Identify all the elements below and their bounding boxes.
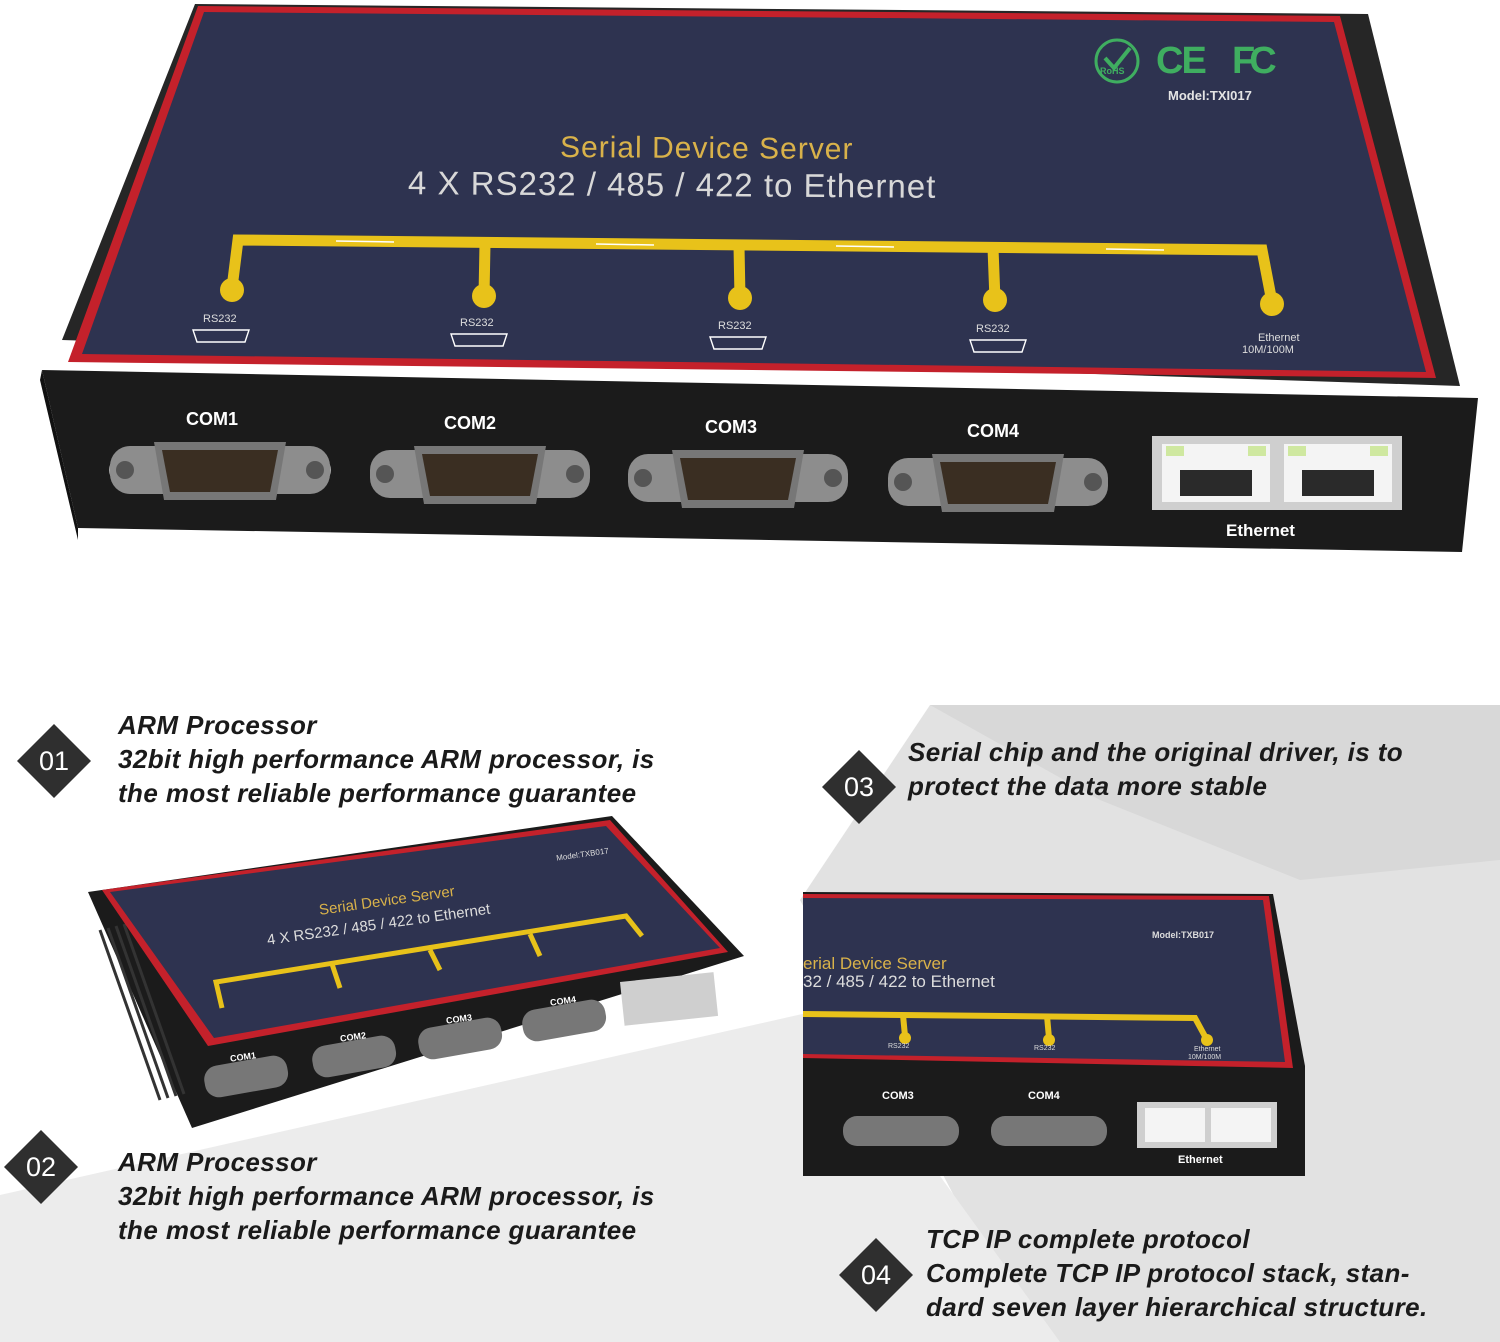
hero-com-connectors	[109, 442, 1108, 512]
small-right-diagram-ethernet-speed: 10M/100M	[1188, 1054, 1222, 1061]
hero-diagram-port-2: RS232	[460, 317, 494, 329]
small-right-com4: COM4	[1028, 1090, 1060, 1102]
hero-com2-label: COM2	[444, 413, 497, 433]
feature-02-title: ARM Processor	[118, 1147, 317, 1177]
feature-04-title: TCP IP complete protocol	[926, 1224, 1251, 1254]
feature-02-line1: 32bit high performance ARM processor, is	[118, 1181, 655, 1211]
feature-03-line1: Serial chip and the original driver, is …	[908, 737, 1404, 767]
ce-mark: CE	[1156, 40, 1207, 82]
small-right-title: erial Device Server	[803, 954, 947, 973]
hero-ethernet-label: Ethernet	[1226, 521, 1295, 540]
small-right-subtitle: 32 / 485 / 422 to Ethernet	[803, 972, 995, 991]
hero-title: Serial Device Server	[559, 130, 854, 167]
feature-03-badge: 03	[820, 748, 898, 826]
feature-02: ARM Processor 32bit high performance ARM…	[118, 1145, 655, 1247]
hero-diagram-port-1: RS232	[203, 313, 237, 325]
rohs-icon	[1094, 38, 1140, 84]
hero-ethernet-ports	[1152, 436, 1402, 510]
feature-02-badge: 02	[2, 1128, 80, 1206]
hero-bus-arrows	[335, 240, 1165, 251]
small-right-model: Model:TXB017	[1152, 930, 1215, 940]
feature-03: Serial chip and the original driver, is …	[908, 735, 1403, 803]
feature-02-number: 02	[25, 1152, 57, 1182]
feature-01-title: ARM Processor	[118, 710, 317, 740]
feature-04-line1: Complete TCP IP protocol stack, stan-	[926, 1258, 1410, 1288]
bg-gray-shape-bottom	[0, 1010, 1060, 1342]
hero-device	[40, 4, 1478, 552]
hero-model: Model:TXI017	[1168, 88, 1252, 103]
small-left-ethernet-ports	[620, 972, 719, 1026]
small-right-diagram-ethernet: Ethernet	[1194, 1046, 1221, 1053]
hero-subtitle: 4 X RS232 / 485 / 422 to Ethernet	[407, 164, 937, 205]
hero-panel	[82, 12, 1426, 372]
hero-com4-label: COM4	[967, 421, 1020, 441]
small-device-right	[803, 892, 1305, 1176]
small-right-com-connectors	[843, 1116, 1107, 1146]
hero-com1-label: COM1	[186, 409, 239, 429]
small-device-left	[88, 816, 744, 1128]
feature-02-line2: the most reliable performance guarantee	[118, 1215, 637, 1245]
feature-04-badge: 04	[837, 1236, 915, 1314]
small-left-panel	[110, 826, 720, 1038]
hero-com3-label: COM3	[705, 417, 758, 437]
feature-01-line1: 32bit high performance ARM processor, is	[118, 744, 655, 774]
small-right-ethernet-label: Ethernet	[1178, 1154, 1223, 1166]
feature-01-number: 01	[38, 746, 70, 776]
feature-04-number: 04	[860, 1260, 892, 1290]
hero-port-icons	[192, 329, 1027, 353]
bg-gray-shape-top	[930, 705, 1500, 880]
small-right-com3: COM3	[882, 1090, 914, 1102]
small-right-diagram-port-2: RS232	[1034, 1045, 1056, 1052]
feature-03-line2: protect the data more stable	[908, 771, 1268, 801]
hero-diagram-port-3: RS232	[718, 320, 752, 332]
fcc-mark: FC	[1232, 40, 1277, 82]
hero-diagram-ethernet: Ethernet	[1258, 332, 1300, 344]
feature-04: TCP IP complete protocol Complete TCP IP…	[926, 1222, 1428, 1324]
feature-01-badge: 01	[15, 722, 93, 800]
small-right-diagram-port-1: RS232	[888, 1043, 910, 1050]
feature-01: ARM Processor 32bit high performance ARM…	[118, 708, 655, 810]
feature-03-number: 03	[843, 772, 875, 802]
rohs-label: RoHS	[1100, 66, 1125, 76]
feature-04-line2: dard seven layer hierarchical structure.	[926, 1292, 1428, 1322]
hero-diagram-ethernet-speed: 10M/100M	[1242, 344, 1294, 356]
small-right-panel	[803, 898, 1285, 1062]
small-left-com-connectors	[204, 999, 607, 1098]
hero-diagram-port-4: RS232	[976, 323, 1010, 335]
feature-01-line2: the most reliable performance guarantee	[118, 778, 637, 808]
